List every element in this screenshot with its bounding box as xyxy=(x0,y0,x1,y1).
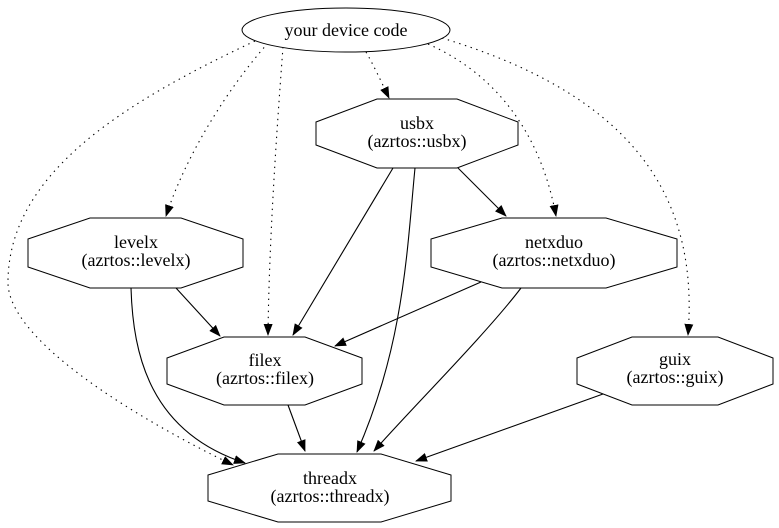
edge-device-usbx xyxy=(365,51,390,99)
node-usbx: usbx (azrtos::usbx) xyxy=(315,98,519,169)
edge-netxduo-threadx xyxy=(373,287,522,452)
edge-device-threadx xyxy=(7,40,256,466)
node-netxduo-shape xyxy=(430,217,678,289)
node-device-label: your device code xyxy=(285,20,408,40)
node-filex-label: filex xyxy=(249,350,282,370)
node-filex-shape xyxy=(166,336,363,406)
node-usbx-label: usbx xyxy=(400,113,434,133)
edge-usbx-threadx xyxy=(356,167,416,453)
edge-netxduo-filex xyxy=(334,281,482,347)
edge-device-netxduo xyxy=(427,43,559,217)
edge-usbx-netxduo xyxy=(457,167,507,217)
node-threadx: threadx (azrtos::threadx) xyxy=(207,453,452,523)
node-usbx-shape xyxy=(315,98,519,169)
node-levelx-label: levelx xyxy=(114,232,158,252)
node-guix-label: guix xyxy=(659,349,691,369)
node-threadx-shape xyxy=(207,453,452,523)
edge-usbx-filex xyxy=(292,167,394,336)
edge-device-levelx xyxy=(165,42,269,217)
edge-device-filex xyxy=(263,46,284,336)
node-guix-sublabel: (azrtos::guix) xyxy=(627,367,724,388)
node-guix-shape xyxy=(576,336,774,406)
edge-filex-threadx xyxy=(287,404,306,452)
node-levelx: levelx (azrtos::levelx) xyxy=(27,217,244,289)
node-levelx-sublabel: (azrtos::levelx) xyxy=(82,250,191,271)
node-guix: guix (azrtos::guix) xyxy=(576,336,774,406)
edges-layer xyxy=(7,37,694,466)
edge-device-guix xyxy=(441,37,694,336)
node-filex-sublabel: (azrtos::filex) xyxy=(216,368,314,389)
node-netxduo-sublabel: (azrtos::netxduo) xyxy=(493,250,616,271)
node-threadx-sublabel: (azrtos::threadx) xyxy=(271,486,390,507)
node-filex: filex (azrtos::filex) xyxy=(166,336,363,406)
node-device: your device code xyxy=(241,7,451,53)
edge-levelx-threadx xyxy=(130,287,246,464)
edge-levelx-filex xyxy=(175,287,221,337)
node-levelx-shape xyxy=(27,217,244,289)
node-netxduo: netxduo (azrtos::netxduo) xyxy=(430,217,678,289)
node-netxduo-label: netxduo xyxy=(525,232,583,252)
node-device-shape xyxy=(241,7,451,53)
node-threadx-label: threadx xyxy=(303,468,357,488)
edge-guix-threadx xyxy=(415,393,604,462)
node-usbx-sublabel: (azrtos::usbx) xyxy=(368,131,467,152)
